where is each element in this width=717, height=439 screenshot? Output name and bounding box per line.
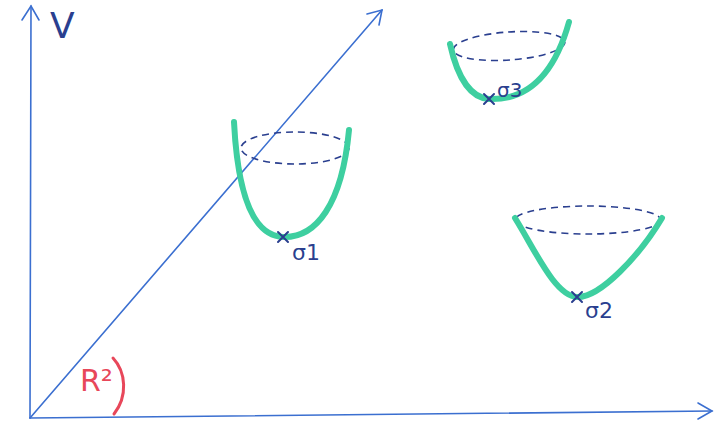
x-axis	[30, 411, 712, 418]
bracket	[113, 358, 124, 414]
cross-mark	[278, 232, 288, 242]
potential-well	[234, 122, 349, 237]
minimum-label: σ1	[292, 242, 320, 264]
axis-label: V	[50, 8, 75, 44]
space-label: R²	[80, 366, 113, 396]
v-axis	[30, 6, 31, 418]
well-rim	[241, 132, 349, 164]
axes	[22, 6, 712, 419]
wells	[234, 22, 662, 297]
potential-well	[450, 22, 569, 99]
cross-mark	[572, 292, 582, 302]
well-rim	[452, 28, 566, 64]
minimum-label: σ2	[585, 300, 613, 322]
v-axis-head	[22, 6, 39, 20]
diagonal-axis-head	[367, 10, 382, 25]
x-axis-head	[698, 403, 712, 419]
potential-well	[515, 218, 662, 297]
cross-mark	[484, 94, 494, 104]
minima	[278, 94, 582, 302]
diagonal-axis	[30, 10, 382, 418]
well-rim	[515, 206, 661, 234]
minimum-label: σ3	[497, 80, 522, 100]
